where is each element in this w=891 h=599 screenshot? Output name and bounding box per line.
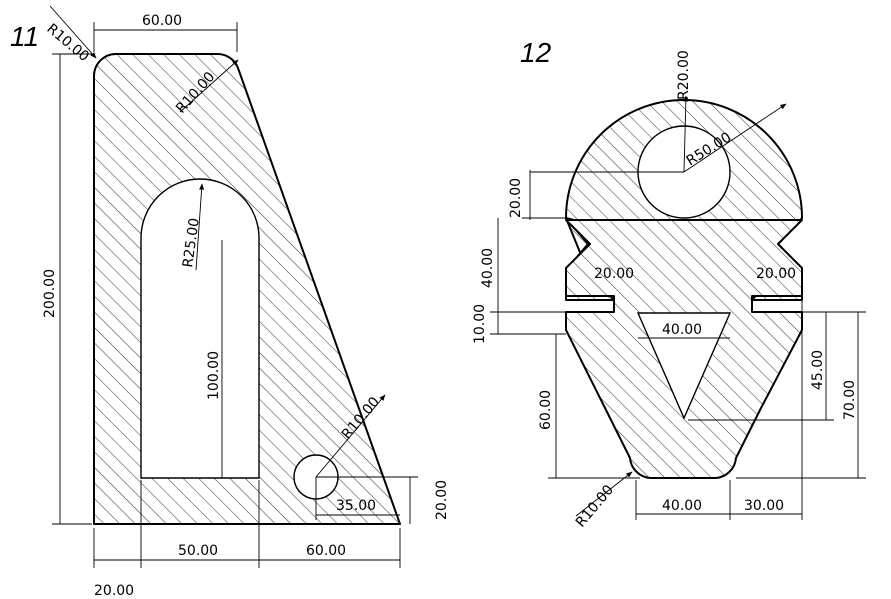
dim-hole-radius: R20.00	[676, 50, 692, 100]
dim-notch-left: 20.00	[594, 266, 634, 282]
dim-hole-offset-x: 35.00	[336, 498, 376, 514]
dim-slot-height: 100.00	[206, 351, 222, 400]
dim-triangle-height: 45.00	[810, 350, 826, 390]
dim-lower-height: 60.00	[538, 390, 554, 430]
dim-gap-height: 10.00	[472, 304, 488, 344]
leader-top-left-radius	[49, 5, 97, 59]
figure-11-label: 11	[10, 21, 39, 52]
dim-triangle-width: 40.00	[662, 322, 702, 338]
dim-bottom-left: 20.00	[94, 583, 134, 599]
dim-top-left-radius: R10.00	[43, 21, 91, 65]
dim-bottom-radius: R10.00	[573, 482, 617, 530]
leader-bottom-radius	[575, 471, 633, 517]
fig11-slot	[140, 178, 260, 479]
dim-total-lower: 70.00	[842, 380, 858, 420]
dim-bottom-right: 60.00	[306, 543, 346, 559]
dim-notch-height: 40.00	[480, 248, 496, 288]
dim-notch-right: 20.00	[756, 266, 796, 282]
figure-12: 12 R20.00 R50.00 20.00 40.00	[472, 37, 866, 531]
leader-slot-radius	[195, 183, 205, 271]
dim-height: 200.00	[42, 269, 58, 318]
dim-hole-offset-y: 20.00	[434, 480, 450, 520]
leader-hole-radius	[683, 95, 689, 173]
figure-11: 11 60.00 R10.00 R10.00 200.00 R25.00 100…	[10, 5, 450, 599]
leader-small-hole-radius	[315, 394, 386, 478]
leader-top-right-radius	[179, 59, 239, 113]
dim-bottom-offset: 30.00	[744, 498, 784, 514]
dim-slot-width: 50.00	[178, 543, 218, 559]
dim-slot-radius: R25.00	[180, 217, 203, 269]
dim-top-width: 60.00	[142, 13, 182, 29]
dim-upper-height: 20.00	[508, 178, 524, 218]
dim-bottom-width: 40.00	[662, 498, 702, 514]
leader-outer-radius	[683, 103, 787, 173]
fig12-triangle-cutout	[636, 312, 732, 420]
figure-12-label: 12	[520, 37, 552, 68]
